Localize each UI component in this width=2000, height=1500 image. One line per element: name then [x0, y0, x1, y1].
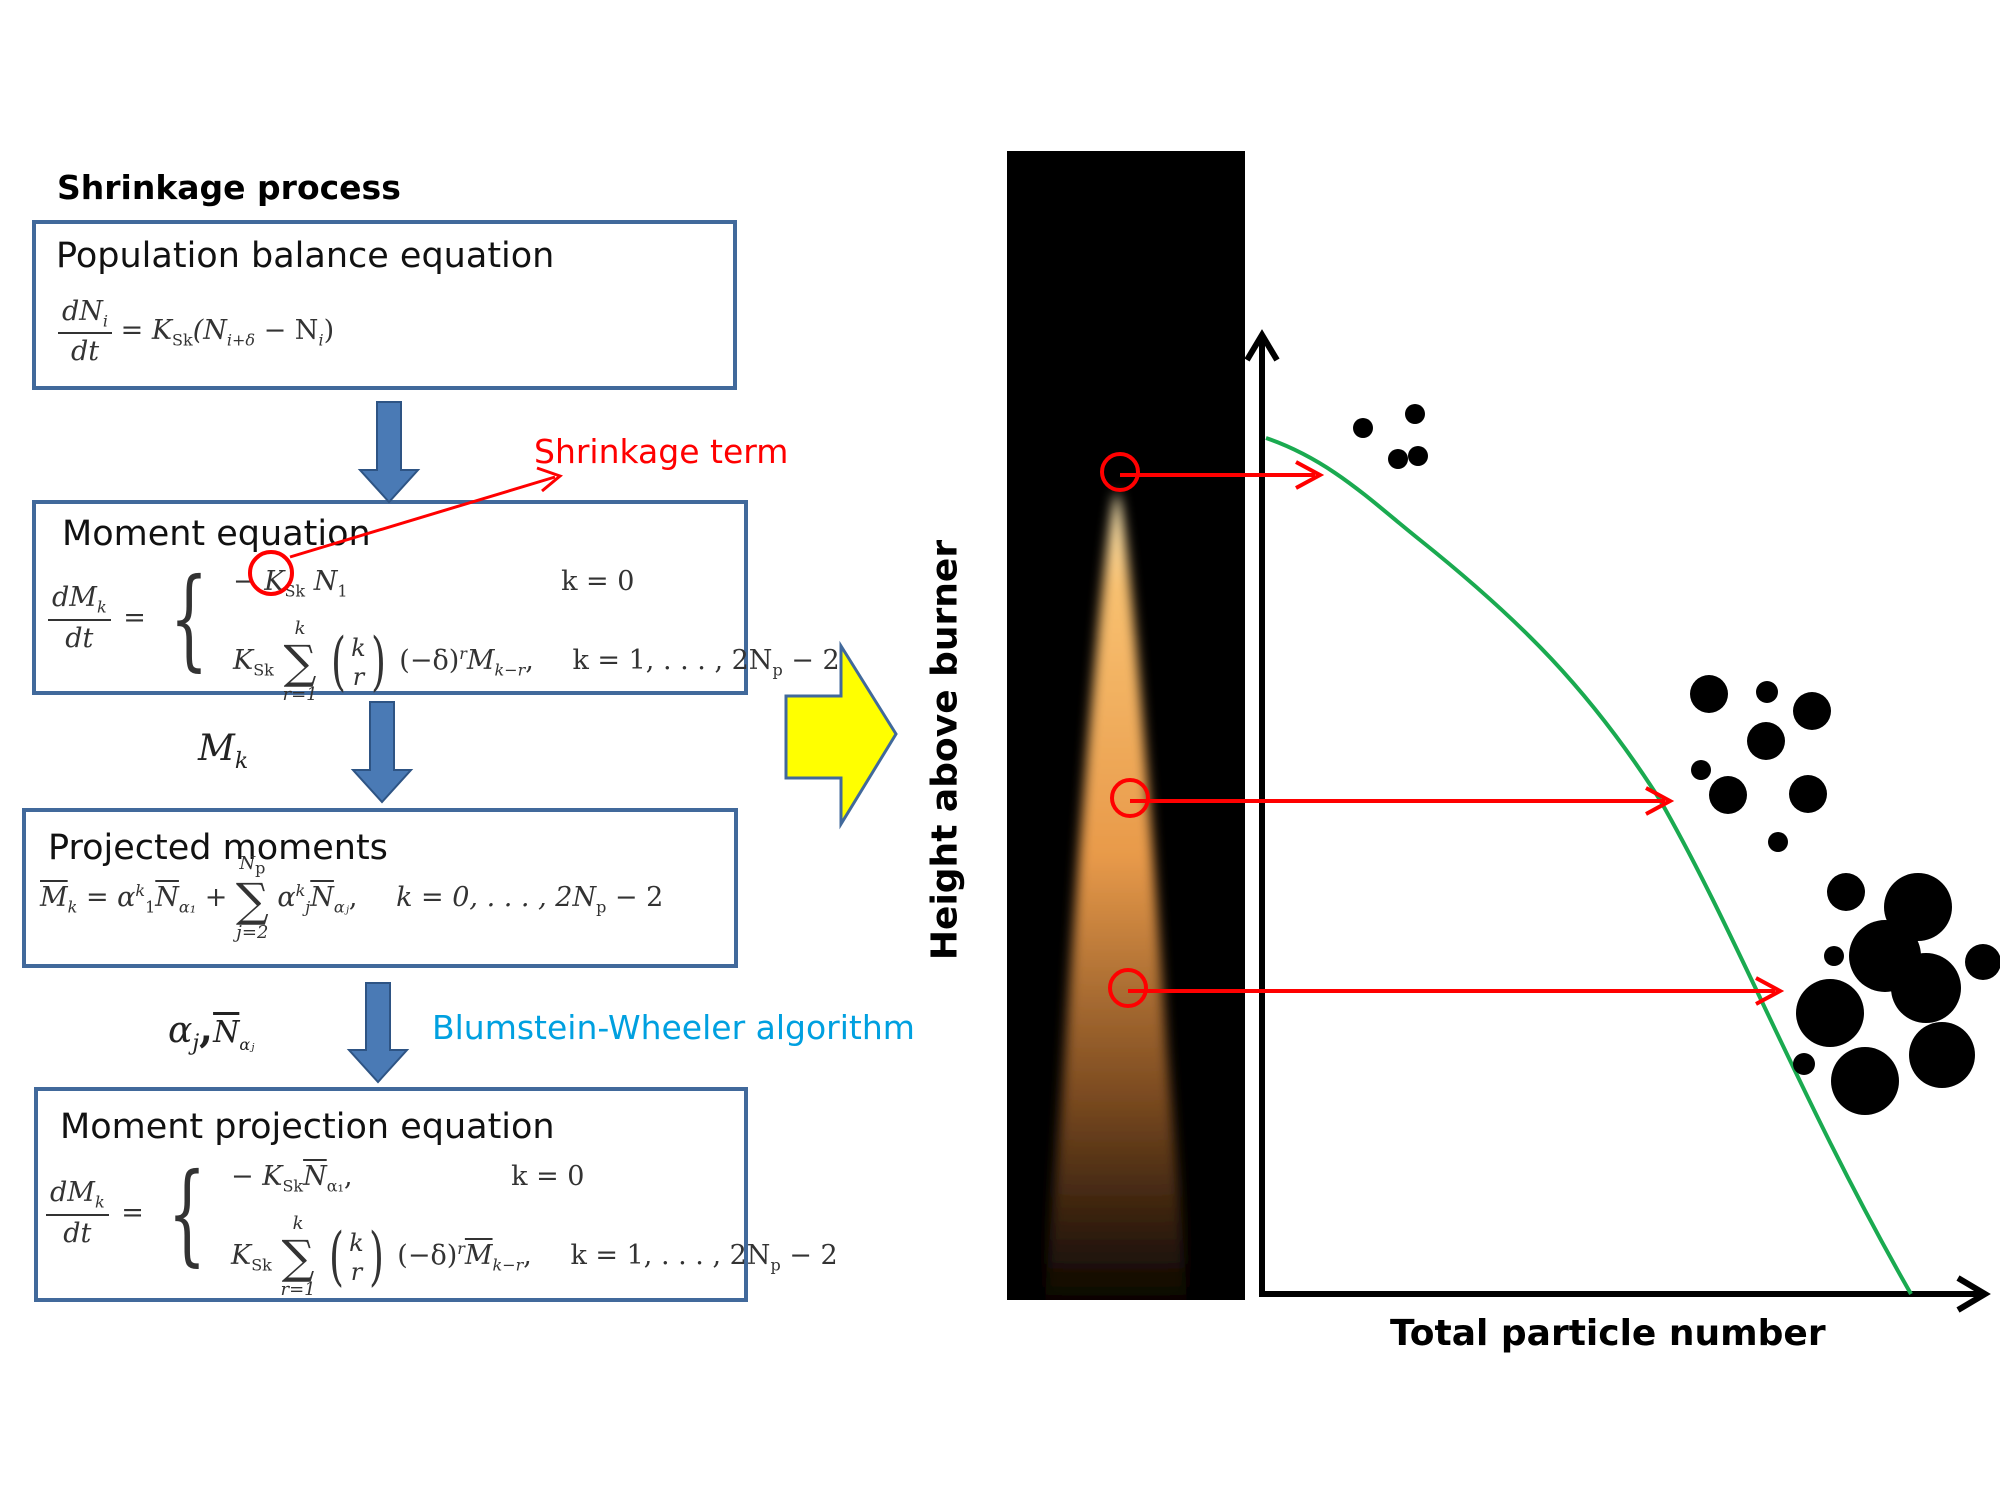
- circle-marker-icon: [1100, 452, 1140, 492]
- height-marker-top: [1100, 452, 1325, 492]
- projected-moments-title: Projected moments: [48, 828, 388, 868]
- particle-cluster-small: [1353, 404, 1428, 469]
- particle-dot-icon: [1691, 760, 1711, 780]
- particle-dot-icon: [1768, 832, 1788, 852]
- flame-image: [1045, 491, 1187, 1300]
- particle-dot-icon: [1909, 1022, 1975, 1088]
- particle-dot-icon: [1827, 873, 1865, 911]
- dMk-dt-fraction: dMk dt: [48, 582, 111, 654]
- arrowhead-icon: [1755, 976, 1785, 1006]
- particle-dot-icon: [1709, 776, 1747, 814]
- projection-eq-row-k0: − KSkNα₁, k = 0: [231, 1161, 585, 1196]
- moment-projection-box: Moment projection equation dMk dt = { − …: [34, 1087, 838, 1302]
- flame-photo: [1007, 151, 1245, 1300]
- particle-dot-icon: [1756, 681, 1778, 703]
- projected-moments-equation: Mk = αk1Nα₁ + Np∑j=2 αkjNαⱼ, k = 0, . . …: [40, 853, 664, 944]
- particle-cluster-medium: [1690, 675, 1831, 852]
- dMk-tilde-dt-fraction: dMk dt: [46, 1177, 109, 1249]
- projected-moments-box: Projected moments Mk = αk1Nα₁ + Np∑j=2 α…: [22, 808, 738, 968]
- x-axis-arrowhead: [1956, 1275, 1991, 1313]
- height-marker-middle: [1110, 778, 1675, 818]
- particle-dot-icon: [1831, 1047, 1899, 1115]
- left-brace: {: [168, 1149, 207, 1277]
- shrinkage-process-heading: Shrinkage process: [57, 168, 401, 207]
- x-axis-label: Total particle number: [1390, 1313, 1826, 1354]
- blumstein-wheeler-label: Blumstein-Wheeler algorithm: [432, 1008, 915, 1047]
- particle-dot-icon: [1824, 946, 1844, 966]
- particle-dot-icon: [1789, 775, 1827, 813]
- y-axis-arrowhead: [1244, 329, 1280, 362]
- particle-dot-icon: [1793, 1053, 1815, 1075]
- particle-dot-icon: [1405, 404, 1425, 424]
- particle-dot-icon: [1408, 446, 1428, 466]
- particle-dot-icon: [1796, 979, 1864, 1047]
- particle-dot-icon: [1353, 418, 1373, 438]
- mk-label: Mk: [198, 728, 249, 775]
- particle-dot-icon: [1388, 449, 1408, 469]
- arrowhead-icon: [1645, 786, 1675, 816]
- shrinkage-term-label: Shrinkage term: [534, 432, 789, 471]
- particle-dot-icon: [1891, 953, 1961, 1023]
- n1-highlighted-term: N1: [313, 566, 348, 601]
- dNi-dt-fraction: dNi dt: [58, 296, 113, 367]
- particle-dot-icon: [1690, 675, 1728, 713]
- y-axis-label-wrapper: Height above burner: [925, 540, 966, 960]
- particle-dot-icon: [1965, 944, 2000, 980]
- particle-dot-icon: [1793, 692, 1831, 730]
- height-marker-bottom: [1108, 968, 1785, 1008]
- population-balance-title: Population balance equation: [56, 236, 555, 276]
- population-balance-equation: dNi dt = KSk(Ni+δ − Ni): [58, 296, 334, 367]
- particle-number-curve: [1265, 436, 1913, 1295]
- alpha-n-label: αj,Nαⱼ: [168, 1005, 255, 1057]
- circle-marker-icon: [1110, 778, 1150, 818]
- particle-cluster-large: [1793, 873, 2000, 1115]
- arrowhead-icon: [1295, 460, 1325, 490]
- y-axis-label-text: Height above burner: [924, 539, 966, 961]
- population-balance-box: Population balance equation dNi dt = KSk…: [32, 220, 737, 390]
- moment-projection-title: Moment projection equation: [60, 1107, 555, 1147]
- circle-marker-icon: [1108, 968, 1148, 1008]
- left-brace: {: [170, 554, 209, 682]
- particle-dot-icon: [1747, 722, 1785, 760]
